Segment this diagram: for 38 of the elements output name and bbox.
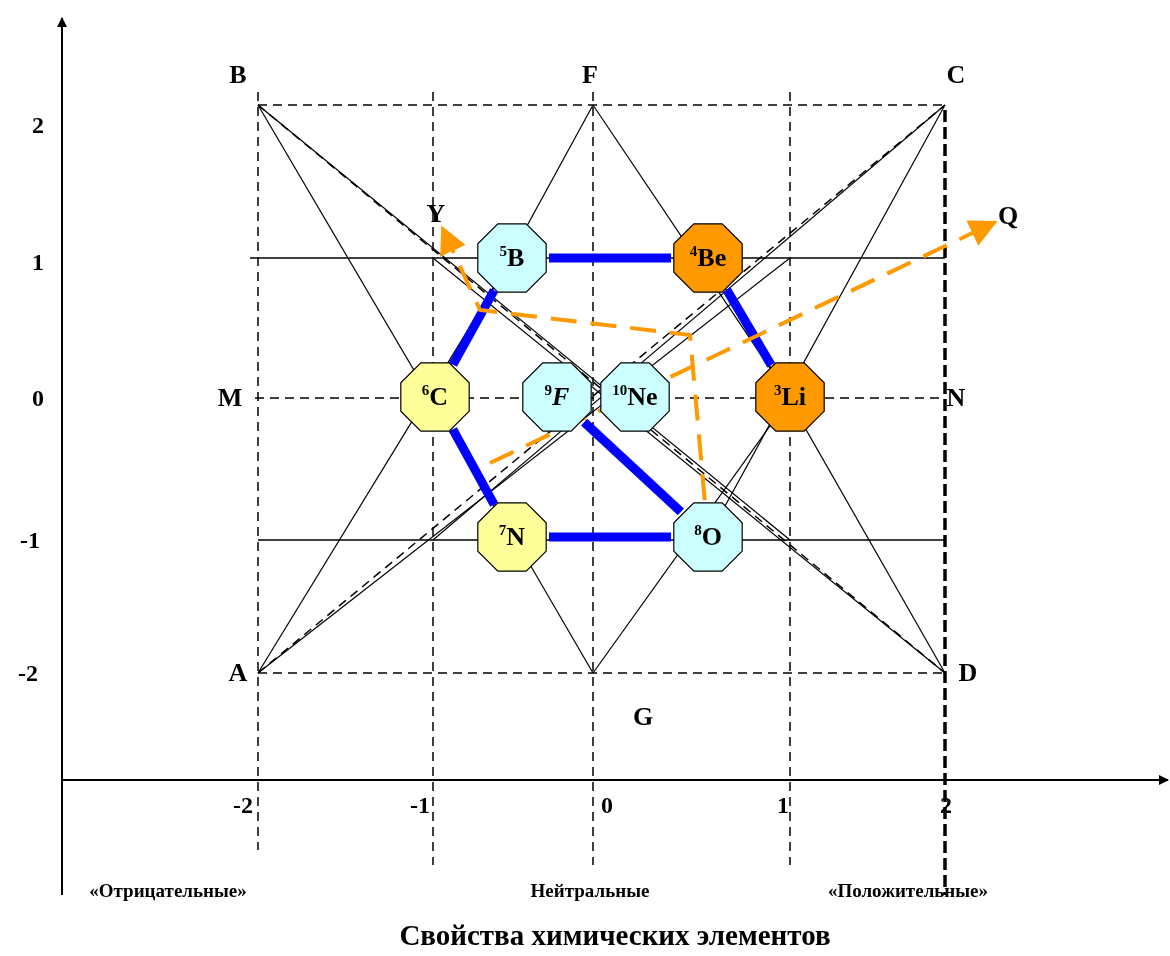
element-symbol: $^{8}$O: [694, 524, 722, 550]
tick-label: -2: [18, 661, 38, 685]
point-letter: Q: [997, 203, 1019, 229]
element-symbol: $^{6}$C: [421, 384, 449, 410]
category-label: Нейтральные: [530, 880, 650, 900]
element-symbol: $^{7}$N: [498, 524, 526, 550]
arrow: [440, 225, 707, 501]
connector-line: [581, 418, 684, 516]
connector-line: [448, 427, 499, 507]
point-letter: B: [229, 62, 247, 88]
tick-label: 0: [32, 386, 44, 410]
point-letter: M: [217, 385, 243, 411]
point-letter: C: [946, 62, 966, 88]
tick-label: 0: [601, 793, 613, 817]
point-letter: F: [582, 62, 598, 88]
element-symbol: $^{5}$B: [499, 245, 525, 271]
point-letter: G: [632, 704, 654, 730]
tick-label: 1: [777, 793, 789, 817]
point-letter: D: [958, 660, 978, 686]
connector-line: [549, 253, 671, 263]
element-symbol: $^{4}$Be: [689, 245, 727, 271]
connector-line: [449, 288, 498, 367]
connector-line: [722, 287, 776, 368]
element-symbol: $^{10}$Ne: [612, 384, 658, 410]
tick-label: -2: [233, 793, 253, 817]
element-symbol: $^{3}$Li: [773, 384, 807, 410]
tick-label: 2: [32, 113, 44, 137]
element-symbol: $^{9}$F: [544, 384, 570, 410]
axis-title: Свойства химических элементов: [399, 920, 831, 950]
category-label: «Отрицательные»: [89, 880, 247, 900]
tick-label: -1: [20, 528, 40, 552]
tick-label: 1: [32, 250, 44, 274]
point-letter: N: [946, 385, 966, 411]
category-label: «Положительные»: [827, 880, 989, 900]
tick-label: -1: [410, 793, 430, 817]
point-letter: A: [228, 660, 248, 686]
point-letter: Y: [426, 201, 446, 227]
connector-line: [549, 532, 671, 542]
